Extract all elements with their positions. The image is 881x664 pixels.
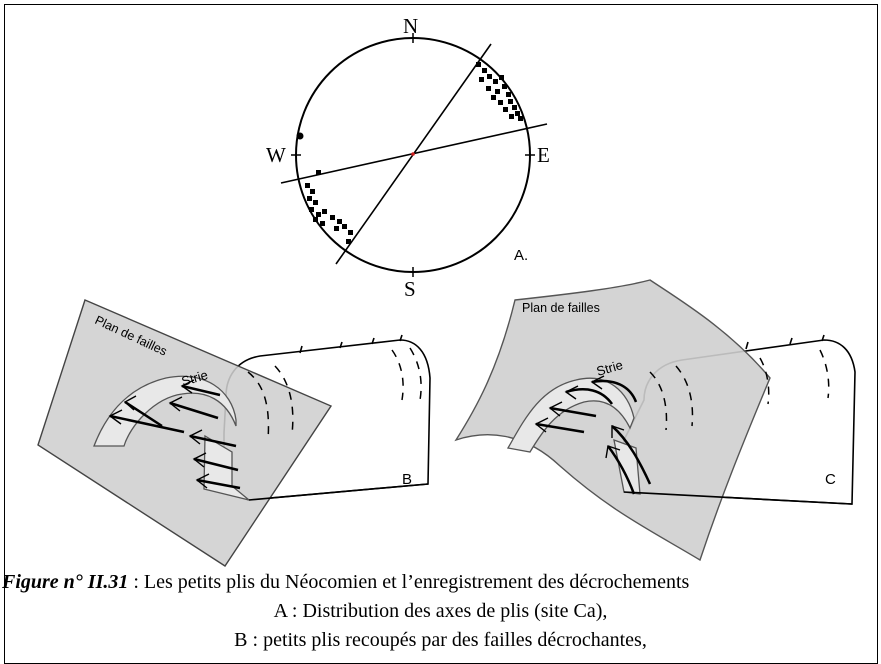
stereonet: N S E W A. [266,14,550,301]
south-label: S [404,277,416,301]
block-b: Strie Plan de failles B [38,300,430,566]
panel-a-label: A. [514,247,528,264]
fault-plane-b [38,300,331,566]
pole-cluster-ne [476,62,523,121]
figure-caption: Figure n° II.31 : Les petits plis du Néo… [0,568,881,655]
plane-label-c: Plan de failles [522,301,600,315]
caption-line-1: Figure n° II.31 : Les petits plis du Néo… [0,568,881,597]
caption-line-2: A : Distribution des axes de plis (site … [0,597,881,626]
fault-plane-c [456,280,770,560]
block-c: Strie Plan de failles C [456,280,855,560]
pole-west-point [297,133,304,140]
north-label: N [403,14,418,38]
panel-b-label: B [402,471,412,488]
west-label: W [266,143,286,167]
stereonet-center [411,152,415,156]
east-label: E [537,143,550,167]
panel-c-label: C [825,471,836,488]
figure-artwork: N S E W A. [0,0,881,648]
figure-number: Figure n° II.31 [2,571,128,593]
caption-title: : Les petits plis du Néocomien et l’enre… [128,571,689,593]
pole-cluster-sw [305,170,353,244]
caption-line-3: B : petits plis recoupés par des failles… [0,626,881,655]
